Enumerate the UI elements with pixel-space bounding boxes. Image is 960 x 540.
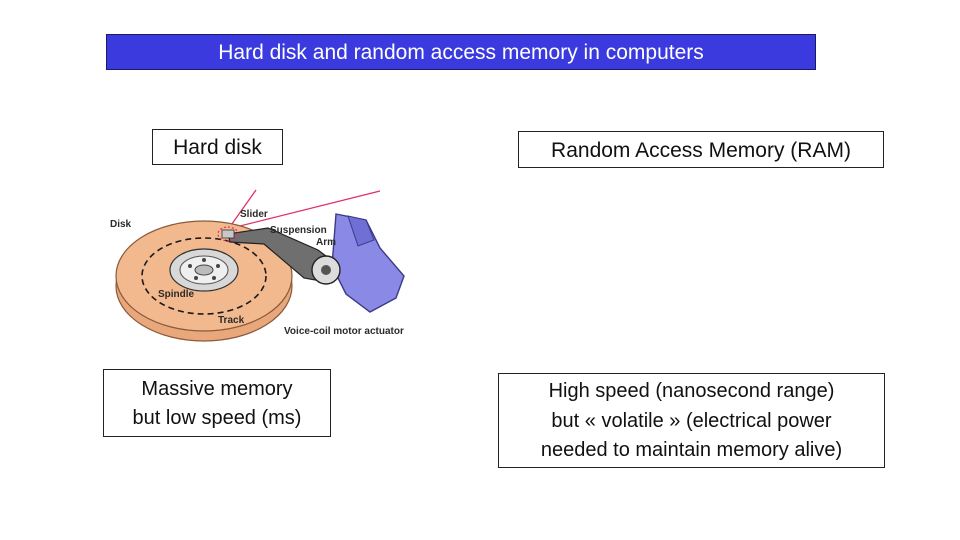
hard-disk-description-line: but low speed (ms) bbox=[132, 407, 302, 429]
hard-disk-label: Hard disk bbox=[152, 129, 283, 165]
label-spindle: Spindle bbox=[158, 289, 195, 300]
label-arm: Arm bbox=[316, 237, 336, 248]
ram-description-line: needed to maintain memory alive) bbox=[540, 439, 843, 461]
slide-title: Hard disk and random access memory in co… bbox=[106, 34, 816, 70]
label-slider: Slider bbox=[240, 209, 268, 220]
hard-disk-diagram: Disk Slider Suspension Arm Spindle Track… bbox=[110, 189, 405, 342]
suspension-arm bbox=[221, 227, 341, 285]
hard-disk-description: Massive memory but low speed (ms) bbox=[103, 369, 331, 437]
track-circle bbox=[141, 237, 267, 315]
label-disk: Disk bbox=[110, 219, 132, 230]
hard-disk-description-line: Massive memory bbox=[141, 378, 293, 400]
ram-description: High speed (nanosecond range) but « vola… bbox=[498, 373, 885, 468]
voice-coil-actuator bbox=[331, 213, 405, 313]
ram-description-line: but « volatile » (electrical power bbox=[551, 409, 832, 432]
ram-label: Random Access Memory (RAM) bbox=[518, 131, 884, 168]
disk-platter bbox=[115, 220, 293, 342]
slider bbox=[221, 229, 235, 239]
label-suspension: Suspension bbox=[270, 225, 327, 236]
label-track: Track bbox=[218, 315, 245, 326]
label-actuator: Voice-coil motor actuator bbox=[284, 326, 404, 337]
ram-description-line: High speed (nanosecond range) bbox=[548, 380, 835, 402]
